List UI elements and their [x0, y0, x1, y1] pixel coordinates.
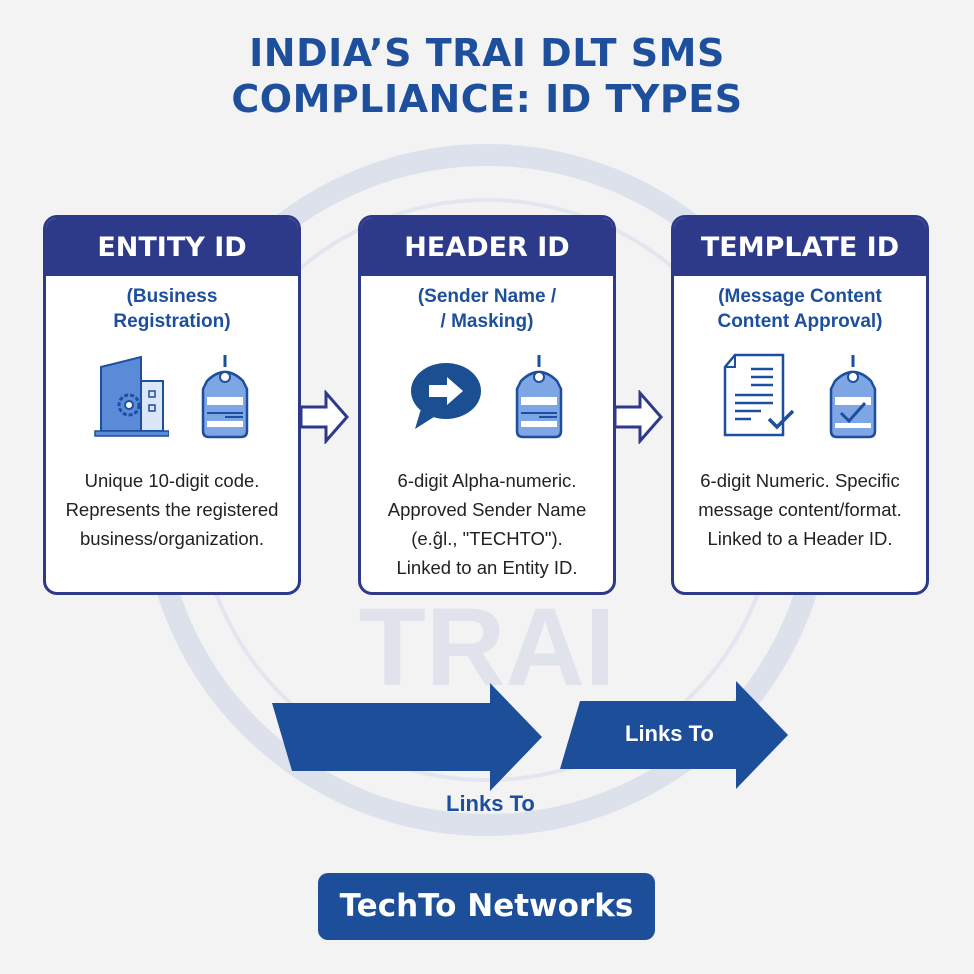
- page-title: INDIA’S TRAI DLT SMS COMPLIANCE: ID TYPE…: [0, 30, 974, 122]
- card-description: Unique 10-digit code.Represents the regi…: [65, 470, 279, 549]
- big-arrow-2: [560, 681, 788, 789]
- links-to-label-1: Links To: [446, 791, 535, 816]
- speech-bubble-arrow-icon: [411, 363, 481, 429]
- arrow-right-icon: [614, 390, 663, 444]
- card-title: HEADER ID: [361, 218, 613, 276]
- header-id-card: HEADER ID (Sender Name // Masking) 6-dig…: [358, 215, 616, 595]
- tag-check-icon: [829, 355, 877, 439]
- tag-icon: [201, 355, 249, 439]
- building-gear-icon: [94, 355, 169, 437]
- links-to-label-2: Links To: [625, 721, 714, 746]
- card-subtitle: (Sender Name // Masking): [417, 286, 557, 332]
- tag-icon: [515, 355, 563, 439]
- title-line-2: COMPLIANCE: ID TYPES: [231, 77, 743, 121]
- document-check-icon: [723, 353, 795, 437]
- card-title: ENTITY ID: [46, 218, 298, 276]
- brand-badge: TechTo Networks: [318, 873, 655, 940]
- watermark-text: TRAI: [359, 586, 616, 709]
- card-description: 6-digit Alpha-numeric.Approved Sender Na…: [387, 470, 587, 578]
- title-line-1: INDIA’S TRAI DLT SMS: [249, 31, 725, 75]
- card-title: TEMPLATE ID: [674, 218, 926, 276]
- arrow-right-icon: [300, 390, 349, 444]
- big-arrow-1: [272, 683, 542, 791]
